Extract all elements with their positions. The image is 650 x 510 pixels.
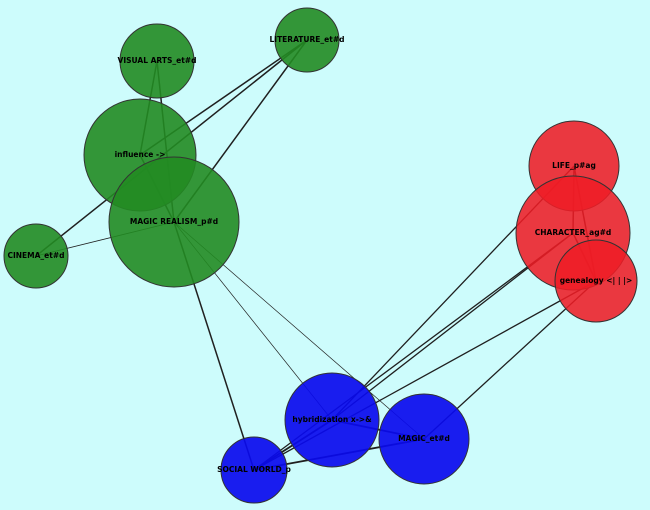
node-label-social-world: SOCIAL WORLD_p [217,465,291,474]
node-label-literature: LITERATURE_et#d [270,35,345,44]
node-label-magic: MAGIC_et#d [398,434,450,443]
node-label-hybridization: hybridization x->& [292,415,372,424]
node-label-cinema: CINEMA_et#d [7,251,64,260]
node-literature[interactable] [274,7,340,73]
node-label-genealogy: genealogy <| | |> [560,276,633,286]
label-layer: VISUAL ARTS_et#d LITERATURE_et#d influence… [7,35,632,474]
node-hybridization[interactable] [284,372,380,468]
node-label-life: LIFE_p#ag [552,161,596,170]
node-magic[interactable] [378,393,470,485]
node-magic-realism[interactable] [108,156,240,288]
node-label-magic-realism: MAGIC REALISM_p#d [130,217,218,226]
node-cinema[interactable] [3,223,69,289]
node-social-world[interactable] [220,436,288,504]
node-label-character: CHARACTER_ag#d [535,228,612,237]
node-genealogy[interactable] [554,239,638,323]
node-label-visual-arts: VISUAL ARTS_et#d [118,56,197,65]
node-layer [3,7,638,504]
node-label-influence: influence -> [115,150,166,159]
node-visual-arts[interactable] [119,23,195,99]
